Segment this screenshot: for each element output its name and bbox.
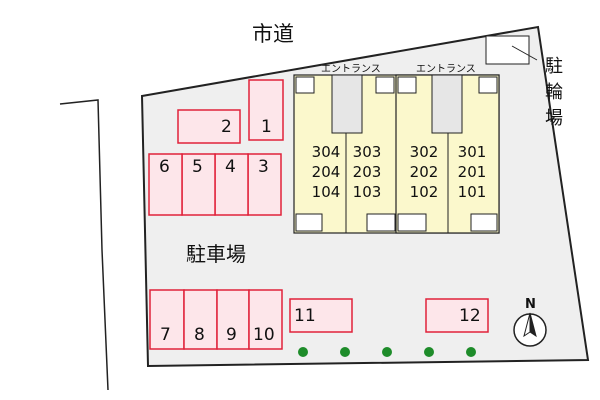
parking-slot-10 bbox=[248, 289, 283, 350]
unit-column-4: 301 201 101 bbox=[457, 143, 487, 201]
slot-label-12: 12 bbox=[459, 306, 481, 326]
parking-slot-12 bbox=[425, 298, 489, 333]
bicycle-parking-label: 駐 輪 場 bbox=[545, 56, 563, 129]
parking-slot-11 bbox=[289, 298, 353, 333]
parking-lot-label: 駐車場 bbox=[186, 242, 246, 266]
svg-text:N: N bbox=[525, 297, 536, 312]
slot-label-1: 1 bbox=[261, 117, 272, 137]
entrance-right bbox=[431, 74, 463, 134]
slot-label-10: 10 bbox=[253, 325, 275, 345]
parking-slot-9 bbox=[216, 289, 250, 350]
parking-slot-8 bbox=[183, 289, 218, 350]
bicycle-parking-area bbox=[485, 35, 530, 65]
parking-slots bbox=[148, 79, 489, 350]
slot-label-9: 9 bbox=[226, 325, 237, 345]
parking-slot-1 bbox=[248, 79, 284, 141]
entrance-label-left: エントランス bbox=[321, 64, 381, 75]
bicycle-leader-line bbox=[511, 45, 538, 61]
slot-label-8: 8 bbox=[194, 325, 205, 345]
tree bbox=[298, 347, 308, 357]
entrance-label-right: エントランス bbox=[416, 64, 476, 75]
unit-column-1: 304 204 104 bbox=[311, 143, 341, 201]
slot-label-3: 3 bbox=[258, 157, 269, 177]
left-boundary-line bbox=[59, 99, 109, 391]
tree bbox=[340, 347, 350, 357]
north-arrow-icon: N bbox=[513, 297, 547, 347]
tree bbox=[382, 347, 392, 357]
slot-label-2: 2 bbox=[221, 117, 232, 137]
parking-slot-7 bbox=[149, 289, 185, 350]
parking-slot-2 bbox=[177, 109, 241, 144]
slot-label-6: 6 bbox=[159, 157, 170, 177]
slot-label-7: 7 bbox=[160, 325, 171, 345]
parking-slot-6 bbox=[148, 153, 183, 216]
slot-label-4: 4 bbox=[225, 157, 236, 177]
slot-label-11: 11 bbox=[294, 306, 316, 326]
tree bbox=[424, 347, 434, 357]
unit-column-2: 303 203 103 bbox=[352, 143, 382, 201]
unit-column-3: 302 202 102 bbox=[409, 143, 439, 201]
trees bbox=[298, 347, 476, 357]
parking-slot-5 bbox=[181, 153, 216, 216]
apartment-building bbox=[293, 74, 500, 234]
road-label: 市道 bbox=[252, 22, 294, 46]
entrance-left bbox=[331, 74, 363, 134]
parking-slot-3 bbox=[247, 153, 282, 216]
tree bbox=[466, 347, 476, 357]
slot-label-5: 5 bbox=[192, 157, 203, 177]
